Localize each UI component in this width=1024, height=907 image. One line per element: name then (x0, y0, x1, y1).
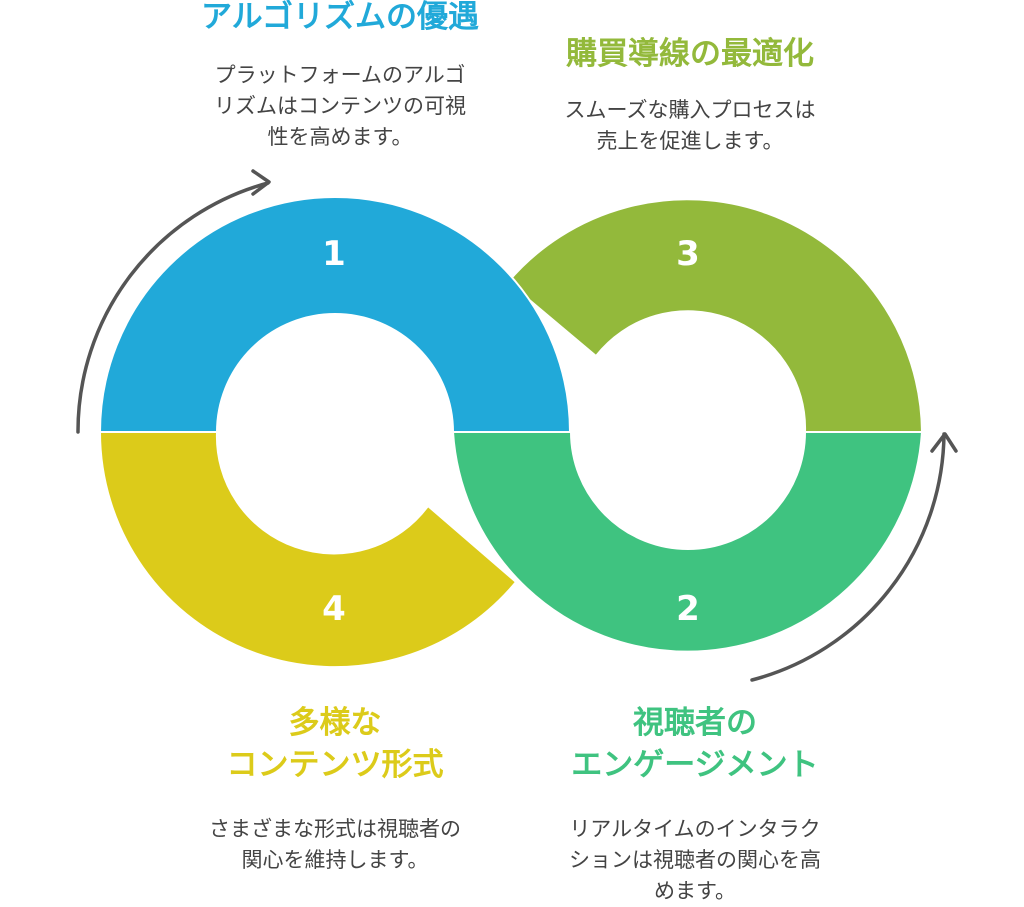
step-2-description: リアルタイムのインタラク ションは視聴者の関心を高 めます。 (569, 817, 821, 903)
step-3-description: スムーズな購入プロセスは 売上を促進します。 (564, 98, 816, 153)
step-1-description: プラットフォームのアルゴ リズムはコンテンツの可視 性を高めます。 (214, 63, 466, 149)
cycle-arrow-left-head-icon (251, 169, 271, 196)
segment-2-lower-right (451, 431, 924, 653)
step-4-text-block: 多様な コンテンツ形式 さまざまな形式は視聴者の 関心を維持します。 (150, 702, 520, 876)
cycle-arrow-left (76, 181, 270, 434)
step-number-2: 2 (676, 589, 700, 629)
segment-3-upper-right (506, 198, 924, 433)
step-2-text-block: 視聴者の エンゲージメント リアルタイムのインタラク ションは視聴者の関心を高 … (505, 702, 885, 907)
step-1-text-block: アルゴリズムの優遇 プラットフォームのアルゴ リズムはコンテンツの可視 性を高め… (140, 0, 540, 153)
cycle-arrow-right-head-icon (930, 432, 958, 453)
step-3-title: 購買導線の最適化 (566, 36, 814, 72)
step-number-3: 3 (676, 234, 700, 274)
step-2-title: 視聴者の エンゲージメント (571, 705, 819, 783)
cycle-arrow-right (750, 432, 946, 682)
step-4-description: さまざまな形式は視聴者の 関心を維持します。 (209, 817, 461, 872)
step-3-text-block: 購買導線の最適化 スムーズな購入プロセスは 売上を促進します。 (495, 33, 885, 157)
step-4-title: 多様な コンテンツ形式 (226, 705, 444, 783)
step-number-4: 4 (322, 589, 346, 629)
step-1-title: アルゴリズムの優遇 (200, 0, 480, 35)
step-number-1: 1 (322, 234, 346, 274)
segment-1-upper-left (98, 196, 572, 433)
segment-4-lower-left (98, 431, 518, 669)
